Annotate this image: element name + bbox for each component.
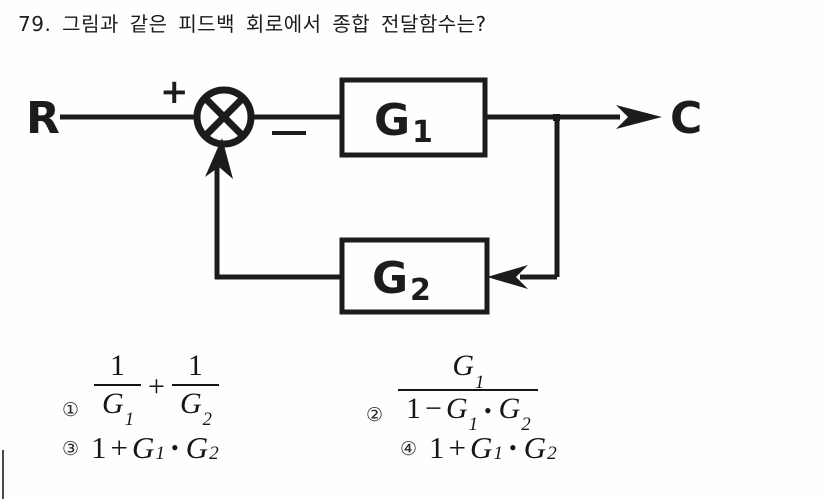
g2-label: G — [372, 253, 408, 304]
choice-3-op: + — [110, 430, 129, 465]
question-text: 79. 그림과 같은 피드백 회로에서 종합 전달함수는? — [18, 12, 487, 36]
choice-2-fraction: G1 1−G1•G2 — [398, 349, 538, 435]
choice-1-expression: 1 G1 + 1 G2 — [91, 349, 222, 430]
choice-1-den-b-sub: 2 — [202, 409, 212, 431]
choice-2-marker: ② — [366, 404, 384, 427]
g1-label: G — [374, 95, 410, 146]
choice-3-marker: ③ — [62, 438, 80, 460]
choice-4-marker: ④ — [400, 438, 418, 460]
choice-2-denominator: 1−G1•G2 — [398, 388, 538, 435]
choice-3-one: 1 — [91, 430, 107, 465]
choice-1-den-a-g: G — [102, 386, 124, 420]
forward-block-g1: G 1 — [339, 77, 488, 158]
plus-sign: + — [160, 72, 189, 112]
choice-2-den-dot: • — [483, 397, 492, 423]
choice-2-numerator: G1 — [444, 349, 491, 392]
output-arrowhead — [616, 105, 662, 129]
choice-1-denominator-a: G1 — [94, 383, 142, 430]
choice-1-fraction-b: 1 G2 — [171, 349, 219, 430]
block-diagram-svg: R + G 1 — [26, 72, 702, 315]
choice-4-g1: G — [470, 430, 493, 465]
choice-4-one: 1 — [429, 430, 445, 465]
choice-3-g2: G — [185, 430, 209, 465]
choice-2-den-g2-sub: 2 — [521, 414, 531, 436]
choice-4-g2: G — [523, 430, 547, 465]
choice-3-g2-sub: 2 — [209, 443, 219, 465]
choice-2-den-one: 1 — [406, 391, 422, 425]
choice-2-num-g: G — [452, 349, 475, 382]
choice-2-den-g1: G — [445, 391, 468, 425]
choice-1-den-a-sub: 1 — [124, 409, 135, 431]
answer-choices: ① 1 G1 + 1 G2 ② G1 1−G1•G2 — [0, 340, 826, 499]
choice-3-dot: • — [171, 434, 179, 460]
choice-1-numerator-b: 1 — [187, 349, 203, 382]
choice-1-den-b-g: G — [179, 386, 202, 420]
choice-2-num-sub: 1 — [475, 371, 485, 393]
scan-edge-artifact — [2, 450, 4, 499]
choice-4-op: + — [448, 430, 467, 465]
choice-2[interactable]: ② G1 1−G1•G2 — [366, 349, 541, 435]
choice-4-dot: • — [509, 434, 517, 460]
sum-input-arrowhead — [205, 138, 233, 179]
choice-1-numerator-a: 1 — [110, 349, 126, 382]
choice-3-g1: G — [132, 430, 155, 465]
g2-subscript: 2 — [410, 273, 431, 308]
choice-1-fraction-a: 1 G1 — [94, 349, 142, 430]
summing-junction — [193, 86, 255, 148]
choice-2-expression: G1 1−G1•G2 — [395, 349, 541, 435]
input-label-r: R — [26, 93, 60, 144]
choice-1-marker: ① — [62, 399, 80, 422]
choice-3-g1-sub: 1 — [155, 443, 166, 465]
choice-2-den-g2: G — [498, 391, 521, 425]
choice-2-den-op: − — [425, 391, 442, 425]
choice-1-denominator-b: G2 — [171, 383, 219, 430]
output-label-c: C — [670, 93, 702, 144]
g2-input-arrowhead — [487, 265, 528, 289]
choice-1[interactable]: ① 1 G1 + 1 G2 — [62, 349, 222, 430]
choice-2-den-g1-sub: 1 — [468, 414, 478, 436]
feedback-block-g2: G 2 — [339, 237, 490, 315]
g1-subscript: 1 — [412, 115, 433, 150]
choice-4-g2-sub: 2 — [547, 443, 557, 465]
choice-4-g1-sub: 1 — [493, 443, 504, 465]
block-diagram: R + G 1 — [0, 55, 826, 335]
choice-1-operator: + — [148, 370, 165, 403]
